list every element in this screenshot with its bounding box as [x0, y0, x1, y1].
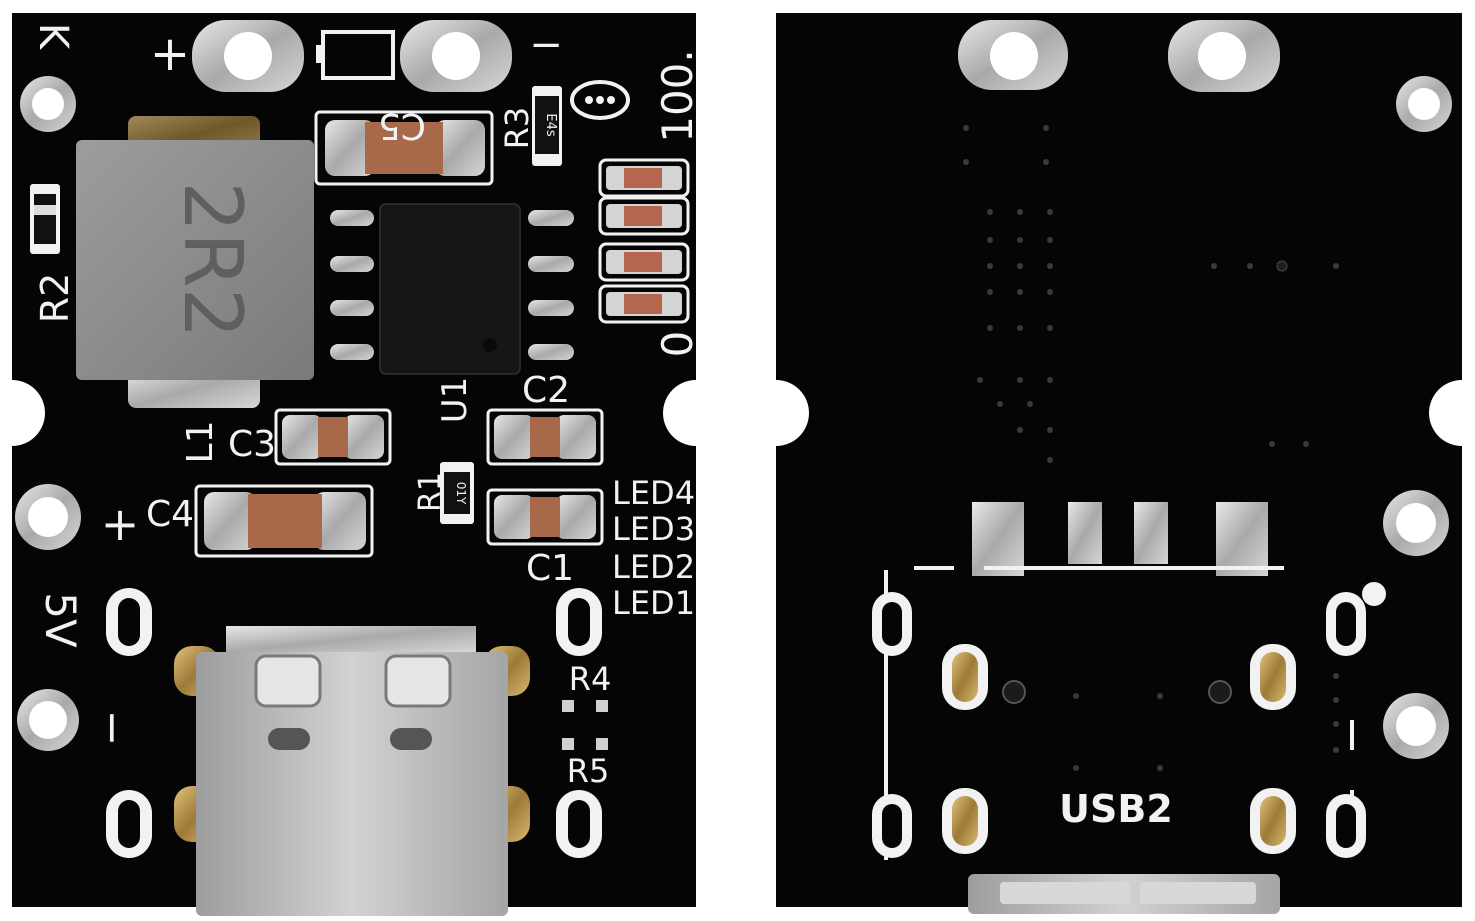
usb-slot-hole — [882, 804, 902, 848]
mounting-hole — [17, 689, 79, 751]
usb-slot-hole — [568, 800, 590, 848]
mounting-hole — [15, 484, 81, 550]
battery-minus-pad — [400, 20, 512, 92]
usb-slot-hole — [118, 800, 140, 848]
resistor-r4 — [562, 700, 608, 712]
resistor-r3: E4s — [532, 86, 562, 166]
usb-slot-hole — [1336, 804, 1356, 848]
label-c3: C3 — [228, 424, 276, 465]
label-usb2: USB2 — [1059, 787, 1173, 831]
resistor-r5 — [562, 738, 608, 750]
usb-slot-hole — [568, 598, 590, 646]
svg-text:2R2: 2R2 — [166, 181, 259, 338]
label-c5: C5 — [378, 105, 426, 146]
label-scale-0: 0 — [653, 331, 702, 358]
pin1-marker — [1362, 582, 1386, 606]
label-led1: LED1 — [612, 584, 695, 622]
label-l1: L1 — [180, 421, 221, 464]
label-r5: R5 — [567, 752, 610, 790]
label-scale-100: 100. — [653, 49, 702, 143]
solder-pad — [1068, 502, 1102, 564]
label-r2: R2 — [33, 273, 77, 324]
led-2 — [598, 242, 690, 282]
gold-slot-inner — [952, 796, 978, 846]
capacitor-c3 — [274, 408, 392, 466]
capacitor-c1 — [486, 488, 604, 546]
label-c1: C1 — [526, 548, 574, 589]
battery-pad-back — [958, 20, 1068, 90]
label-led2: LED2 — [612, 548, 695, 586]
label-c2: C2 — [522, 370, 570, 411]
usb-slot-hole — [118, 598, 140, 646]
solder-pad — [1216, 502, 1268, 576]
solder-pad — [1134, 502, 1168, 564]
mounting-hole — [20, 76, 76, 132]
battery-pad-back — [1168, 20, 1280, 92]
battery-plus-pad — [192, 20, 304, 92]
capacitor-c4 — [194, 484, 374, 558]
locator-hole — [1208, 680, 1232, 704]
gold-slot-inner — [1260, 652, 1286, 702]
label-led3: LED3 — [612, 510, 695, 548]
mounting-hole — [1383, 693, 1449, 759]
solder-pad — [972, 502, 1024, 576]
label-5v: 5V — [36, 592, 85, 648]
capacitor-c2 — [486, 408, 604, 466]
led-1 — [598, 284, 690, 324]
led-3 — [598, 196, 690, 236]
usb-c-connector — [174, 626, 530, 916]
resistor-r3-code: E4s — [543, 113, 558, 136]
inductor-l1: 2R2 — [76, 116, 314, 408]
label-plus-left: + — [101, 497, 140, 551]
gold-slot-inner — [1260, 796, 1286, 846]
label-r1: R1 — [413, 472, 448, 512]
resistor-r1-code: 01Y — [454, 482, 468, 505]
label-led4: LED4 — [612, 474, 695, 512]
usb-slot-hole — [1336, 602, 1356, 646]
locator-hole — [1002, 680, 1026, 704]
chip-u1 — [330, 203, 574, 375]
label-k: K — [30, 23, 76, 51]
battery-symbol-tip — [316, 45, 323, 63]
label-minus-left: − — [87, 710, 138, 747]
usb-connector-edge — [968, 874, 1280, 914]
via-dots — [963, 125, 1339, 771]
usb-slot-hole — [882, 602, 902, 646]
label-r4: R4 — [569, 660, 612, 698]
led-4 — [598, 158, 690, 198]
resistor-r2 — [30, 184, 60, 254]
mounting-hole — [1396, 76, 1452, 132]
capacitor-c5 — [314, 110, 494, 186]
label-plus-top: + — [150, 26, 190, 82]
back-pcb-outline — [776, 13, 1462, 907]
label-minus-top: − — [529, 22, 563, 68]
mounting-hole — [1383, 490, 1449, 556]
fuel-mark — [570, 80, 630, 120]
label-r3: R3 — [498, 107, 536, 150]
label-u1: U1 — [435, 377, 475, 424]
gold-slot-inner — [952, 652, 978, 702]
label-c4: C4 — [146, 494, 194, 535]
usb-outline — [884, 566, 1354, 860]
back-board: USB2 — [776, 13, 1462, 914]
resistor-r1: 01Y — [440, 462, 474, 524]
front-board: 2R2 E4s — [12, 13, 702, 916]
